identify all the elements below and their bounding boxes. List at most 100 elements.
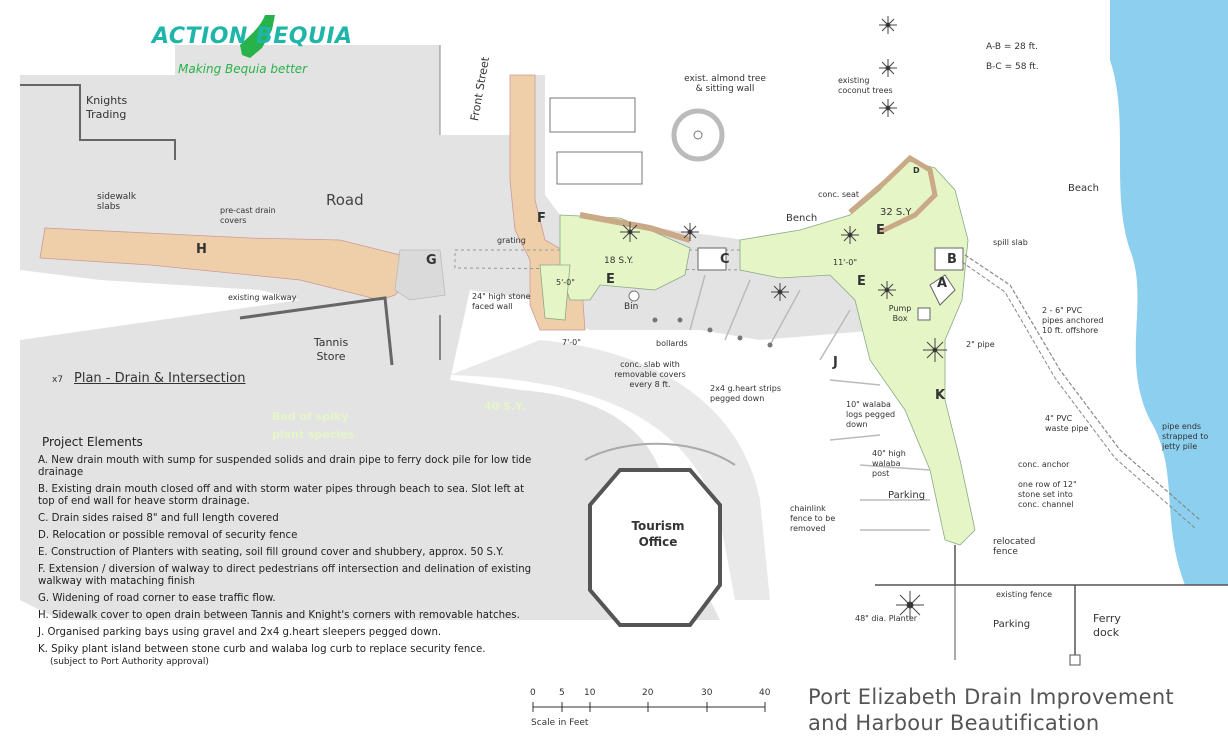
ferry-dock-label: Ferry dock: [1093, 612, 1121, 639]
sea-water: [1110, 0, 1228, 585]
plan-title: Plan - Drain & Intersection: [74, 371, 246, 386]
tree-symbols: [620, 16, 947, 619]
letter-a: A: [937, 276, 948, 291]
ghost-spiky-text: Bed of spiky plant species: [272, 410, 355, 441]
letter-e-2: E: [606, 272, 615, 287]
curve-road: [450, 340, 770, 600]
beach-label: Beach: [1068, 183, 1099, 194]
dimension-bc: B-C = 58 ft.: [986, 62, 1039, 72]
planter-e-left-b: [539, 264, 571, 321]
drain-box-b: [934, 247, 964, 271]
knights-trading-label: Knights Trading: [86, 94, 128, 121]
precast-covers-note: pre-cast drain covers: [220, 206, 276, 225]
dimension-5ft: 5'-0": [556, 278, 575, 287]
pipe-2in-note: 2" pipe: [966, 340, 995, 349]
road-surface: [20, 45, 920, 620]
drawing-title: Port Elizabeth Drain Improvement and Har…: [808, 684, 1174, 736]
stone-row-note: one row of 12" stone set into conc. chan…: [1018, 480, 1077, 509]
almond-tree-trunk: [693, 130, 703, 140]
tannis-wall: [239, 296, 394, 366]
knights-building: [20, 84, 176, 160]
almond-tree-note: exist. almond tree & sitting wall: [684, 74, 766, 94]
bench-label: Bench: [786, 213, 818, 224]
scale-tick-20: 20: [642, 688, 654, 698]
list-item: K. Spiky plant island between stone curb…: [38, 644, 538, 668]
letter-b: B: [947, 252, 957, 267]
bollards: [652, 317, 773, 348]
list-item: G. Widening of road corner to ease traff…: [38, 593, 276, 604]
chainlink-note: chainlink fence to be removed: [790, 504, 836, 533]
tourism-office-building: [588, 468, 722, 627]
letter-f: F: [537, 211, 546, 226]
sidewalk-h: [39, 227, 416, 301]
tourism-office-label: Tourism Office: [631, 519, 685, 549]
approval-note: (subject to Port Authority approval): [50, 657, 209, 667]
letter-k: K: [935, 388, 946, 403]
logo-tagline: Making Bequia better: [178, 62, 308, 76]
ghost-sy-text: 40 S.Y.: [484, 400, 526, 413]
letter-j: J: [833, 355, 838, 370]
walaba-logs-note: 10" walaba logs pegged down: [846, 400, 896, 429]
project-elements: Project Elements A. New drain mouth with…: [38, 435, 538, 673]
dimension-ab: A-B = 28 ft.: [986, 42, 1039, 52]
spill-slab-note: spill slab: [993, 238, 1028, 247]
scale-tick-40: 40: [759, 688, 771, 698]
pvc-pipes: [964, 254, 1201, 521]
parking-bay-lines: [689, 274, 931, 531]
bollards-note: bollards: [656, 339, 688, 348]
dimension-7ft: 7'-0": [562, 338, 581, 347]
conc-seat-note: conc. seat: [818, 190, 859, 199]
logo-title: ACTION BEQUIA: [152, 24, 353, 49]
parking-label-2: Parking: [993, 619, 1031, 630]
conc-slab-note: conc. slab with removable covers every 8…: [614, 360, 686, 389]
list-item: C. Drain sides raised 8" and full length…: [38, 513, 279, 524]
fence-post: [1069, 654, 1081, 666]
list-item: D. Relocation or possible removal of sec…: [38, 530, 298, 541]
letter-e-3: E: [857, 274, 866, 289]
relocated-fence-note: relocated fence: [993, 537, 1036, 557]
pump-box-note: Pump Box: [888, 304, 912, 323]
bequia-island-logo-icon: [240, 15, 275, 58]
coconut-trees-note: existing coconut trees: [838, 76, 893, 95]
plan-prefix: x7: [52, 375, 64, 385]
seat-wall: [579, 212, 691, 243]
letter-e-1: E: [876, 223, 885, 238]
tourism-outer-arc: [584, 442, 736, 466]
list-item: H. Sidewalk cover to open drain between …: [38, 610, 520, 621]
almond-tree-wall: [671, 108, 725, 162]
planter-e-right: [739, 159, 976, 546]
scale-bar: [532, 702, 766, 712]
conc-seat-curve: [848, 154, 938, 235]
roof-rect-2: [556, 151, 643, 185]
title-line-1: Port Elizabeth Drain Improvement: [808, 685, 1174, 709]
road-label: Road: [326, 191, 364, 209]
existing-fence-note: existing fence: [996, 590, 1053, 599]
conc-anchor-note: conc. anchor: [1018, 460, 1070, 469]
letter-h: H: [196, 242, 207, 257]
letter-d: D: [913, 166, 920, 175]
area-18sy: 18 S.Y.: [604, 256, 634, 266]
pump-box: [917, 307, 931, 321]
parking-label-1: Parking: [888, 490, 926, 501]
tannis-store-label: Tannis Store: [313, 336, 349, 363]
dimension-11ft: 11'-0": [833, 258, 858, 267]
existing-walkway-note: existing walkway: [228, 293, 297, 302]
area-32sy: 32 S.Y: [880, 207, 912, 218]
list-item: F. Extension / diversion of walway to di…: [38, 564, 532, 587]
bin-label: Bin: [624, 302, 639, 312]
waste-pipe-note: 4" PVC waste pipe: [1045, 414, 1089, 433]
strips-note: 2x4 g.heart strips pegged down: [710, 384, 782, 403]
drain-mouth-a: [929, 274, 956, 306]
pvc-pipes-note: 2 - 6" PVC pipes anchored 10 ft. offshor…: [1042, 306, 1104, 335]
list-item: A. New drain mouth with sump for suspend…: [38, 455, 532, 478]
project-elements-list: A. New drain mouth with sump for suspend…: [38, 455, 538, 668]
grating-note: grating: [497, 236, 526, 245]
list-item: B. Existing drain mouth closed off and w…: [38, 484, 525, 507]
pvc-pipes-2: [961, 261, 1196, 529]
walaba-post-note: 40" high walaba post: [872, 449, 906, 478]
scale-tick-30: 30: [701, 688, 713, 698]
list-item: J. Organised parking bays using gravel a…: [38, 627, 442, 638]
sidewalk-g: [394, 249, 446, 301]
list-item: E. Construction of Planters with seating…: [38, 547, 504, 558]
